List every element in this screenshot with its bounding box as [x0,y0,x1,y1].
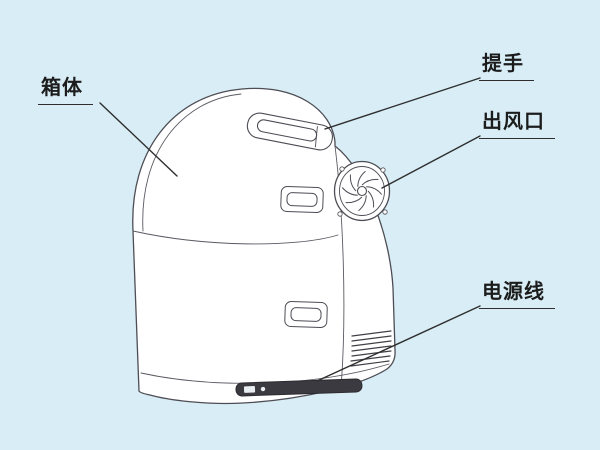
label-power-cord: 电源线 [479,281,555,309]
power-inlet [243,386,256,393]
base-power-strip [235,378,363,397]
leader-line-air-outlet [381,135,481,189]
fan-screws [337,166,388,217]
vent-slats [350,330,392,367]
label-air-outlet: 出风口 [479,111,555,139]
label-cabinet-body-text: 箱体 [41,77,83,99]
label-carry-handle: 提手 [479,53,534,81]
label-power-cord-text: 电源线 [482,281,545,303]
leader-line-power-cord [316,305,481,382]
body-seam-line [132,230,339,245]
fan-blades [341,170,383,212]
leader-lines [99,77,481,382]
label-carry-handle-text: 提手 [482,53,524,75]
cabinet-outline [132,87,396,405]
front-grip-upper [280,185,324,214]
leader-line-cabinet-body [99,102,178,177]
corner-edge-line [334,145,345,389]
power-button [260,386,266,392]
cabinet-body-shape [132,87,396,405]
carry-handle-shape [246,112,333,151]
air-outlet-fan [333,160,391,222]
label-cabinet-body: 箱体 [38,77,93,105]
label-air-outlet-text: 出风口 [482,111,545,133]
leader-line-carry-handle [324,77,481,130]
front-grip-lower [284,300,328,329]
